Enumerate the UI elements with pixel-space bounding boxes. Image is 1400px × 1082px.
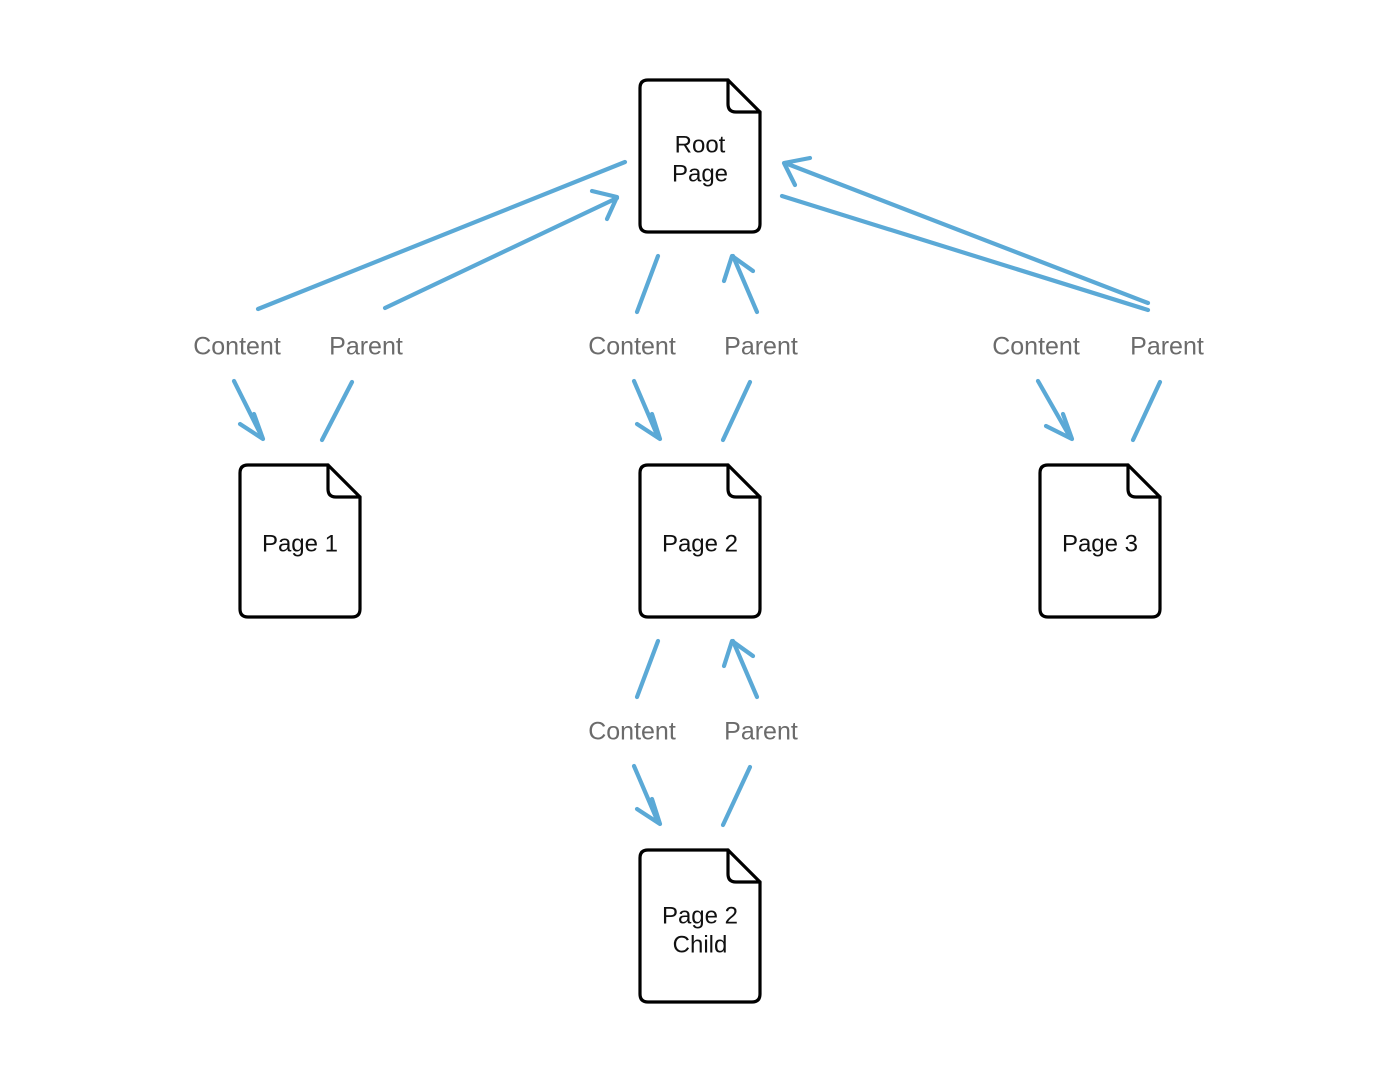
arrowhead-page1-parent-root (589, 188, 620, 222)
arrowhead-child-parent-page2 (721, 638, 756, 669)
edge-label-root-content-page2: Content (588, 333, 676, 361)
arrowhead-page2-content-child (634, 796, 663, 827)
node-label-page-1: Page 1 (262, 530, 338, 557)
node-label-root-page-line1: Root (675, 131, 726, 158)
arrowhead-root-content-page2 (634, 411, 663, 442)
edge-line-page1-parent-root-lower (319, 379, 355, 443)
edge-page2-parent-root (720, 253, 760, 443)
page-fold-icon-page-2-child (726, 848, 762, 884)
node-page-3[interactable]: Page 3 (1038, 463, 1162, 619)
node-label-page-2: Page 2 (662, 530, 738, 557)
edge-line-page2-content-child-lower (631, 763, 661, 825)
edge-line-child-parent-page2-upper (730, 638, 760, 700)
edge-label-child-parent-page2: Parent (724, 718, 798, 746)
node-shape-page-1 (238, 463, 362, 619)
edge-root-content-page1 (231, 159, 628, 442)
edge-label-page2-parent-root: Parent (724, 333, 798, 361)
edge-line-root-content-page3-lower (1035, 378, 1073, 440)
node-shape-root-page (638, 78, 762, 234)
node-label-page-3: Page 3 (1062, 530, 1138, 557)
edge-line-page2-content-child-upper (634, 638, 661, 700)
page-fold-icon-page-1 (326, 463, 362, 499)
edge-label-page3-parent-root: Parent (1130, 333, 1204, 361)
node-shape-page-3 (1038, 463, 1162, 619)
edge-line-page3-parent-root-lower (1130, 379, 1163, 443)
node-label-page-2-child-line1: Page 2 (662, 902, 738, 929)
node-page-2-child[interactable]: Page 2 Child (638, 848, 762, 1004)
edge-label-page1-parent-root: Parent (329, 333, 403, 361)
edge-line-root-content-page2-upper (634, 253, 661, 315)
edge-child-parent-page2 (720, 638, 760, 828)
edge-line-root-content-page2-lower (631, 378, 661, 440)
edge-line-child-parent-page2-lower (720, 764, 753, 828)
arrowhead-page2-parent-root (721, 253, 756, 284)
node-page-2[interactable]: Page 2 (638, 463, 762, 619)
node-label-root-page-line2: Page (672, 160, 728, 187)
node-root-page[interactable]: Root Page (638, 78, 762, 234)
arrowhead-root-content-page1 (237, 411, 266, 442)
edge-page2-content-child (631, 638, 663, 827)
page-fold-icon-page-2 (726, 463, 762, 499)
edge-line-page1-parent-root-upper (382, 195, 620, 311)
arrowhead-root-content-page3 (1043, 411, 1075, 442)
edge-label-root-content-page3: Content (992, 333, 1080, 361)
edge-line-root-content-page1-upper (255, 159, 628, 312)
page-fold-icon-root-page (726, 78, 762, 114)
edge-line-page2-parent-root-lower (720, 379, 753, 443)
edge-root-content-page2 (631, 253, 663, 442)
edge-label-root-content-page1: Content (193, 333, 281, 361)
node-shape-page-2-child (638, 848, 762, 1004)
arrowhead-page3-parent-root (781, 155, 813, 188)
edge-page1-parent-root (319, 188, 620, 443)
node-label-page-2-child-line2: Child (673, 931, 728, 958)
page-fold-icon-page-3 (1126, 463, 1162, 499)
edge-page3-parent-root (781, 155, 1163, 443)
edge-line-page2-parent-root-upper (730, 253, 760, 315)
node-page-1[interactable]: Page 1 (238, 463, 362, 619)
edge-label-page2-content-child: Content (588, 718, 676, 746)
node-shape-page-2 (638, 463, 762, 619)
edge-line-page3-parent-root-upper (782, 160, 1151, 306)
edge-line-root-content-page3-upper (779, 193, 1151, 313)
edge-root-content-page3 (779, 193, 1151, 442)
